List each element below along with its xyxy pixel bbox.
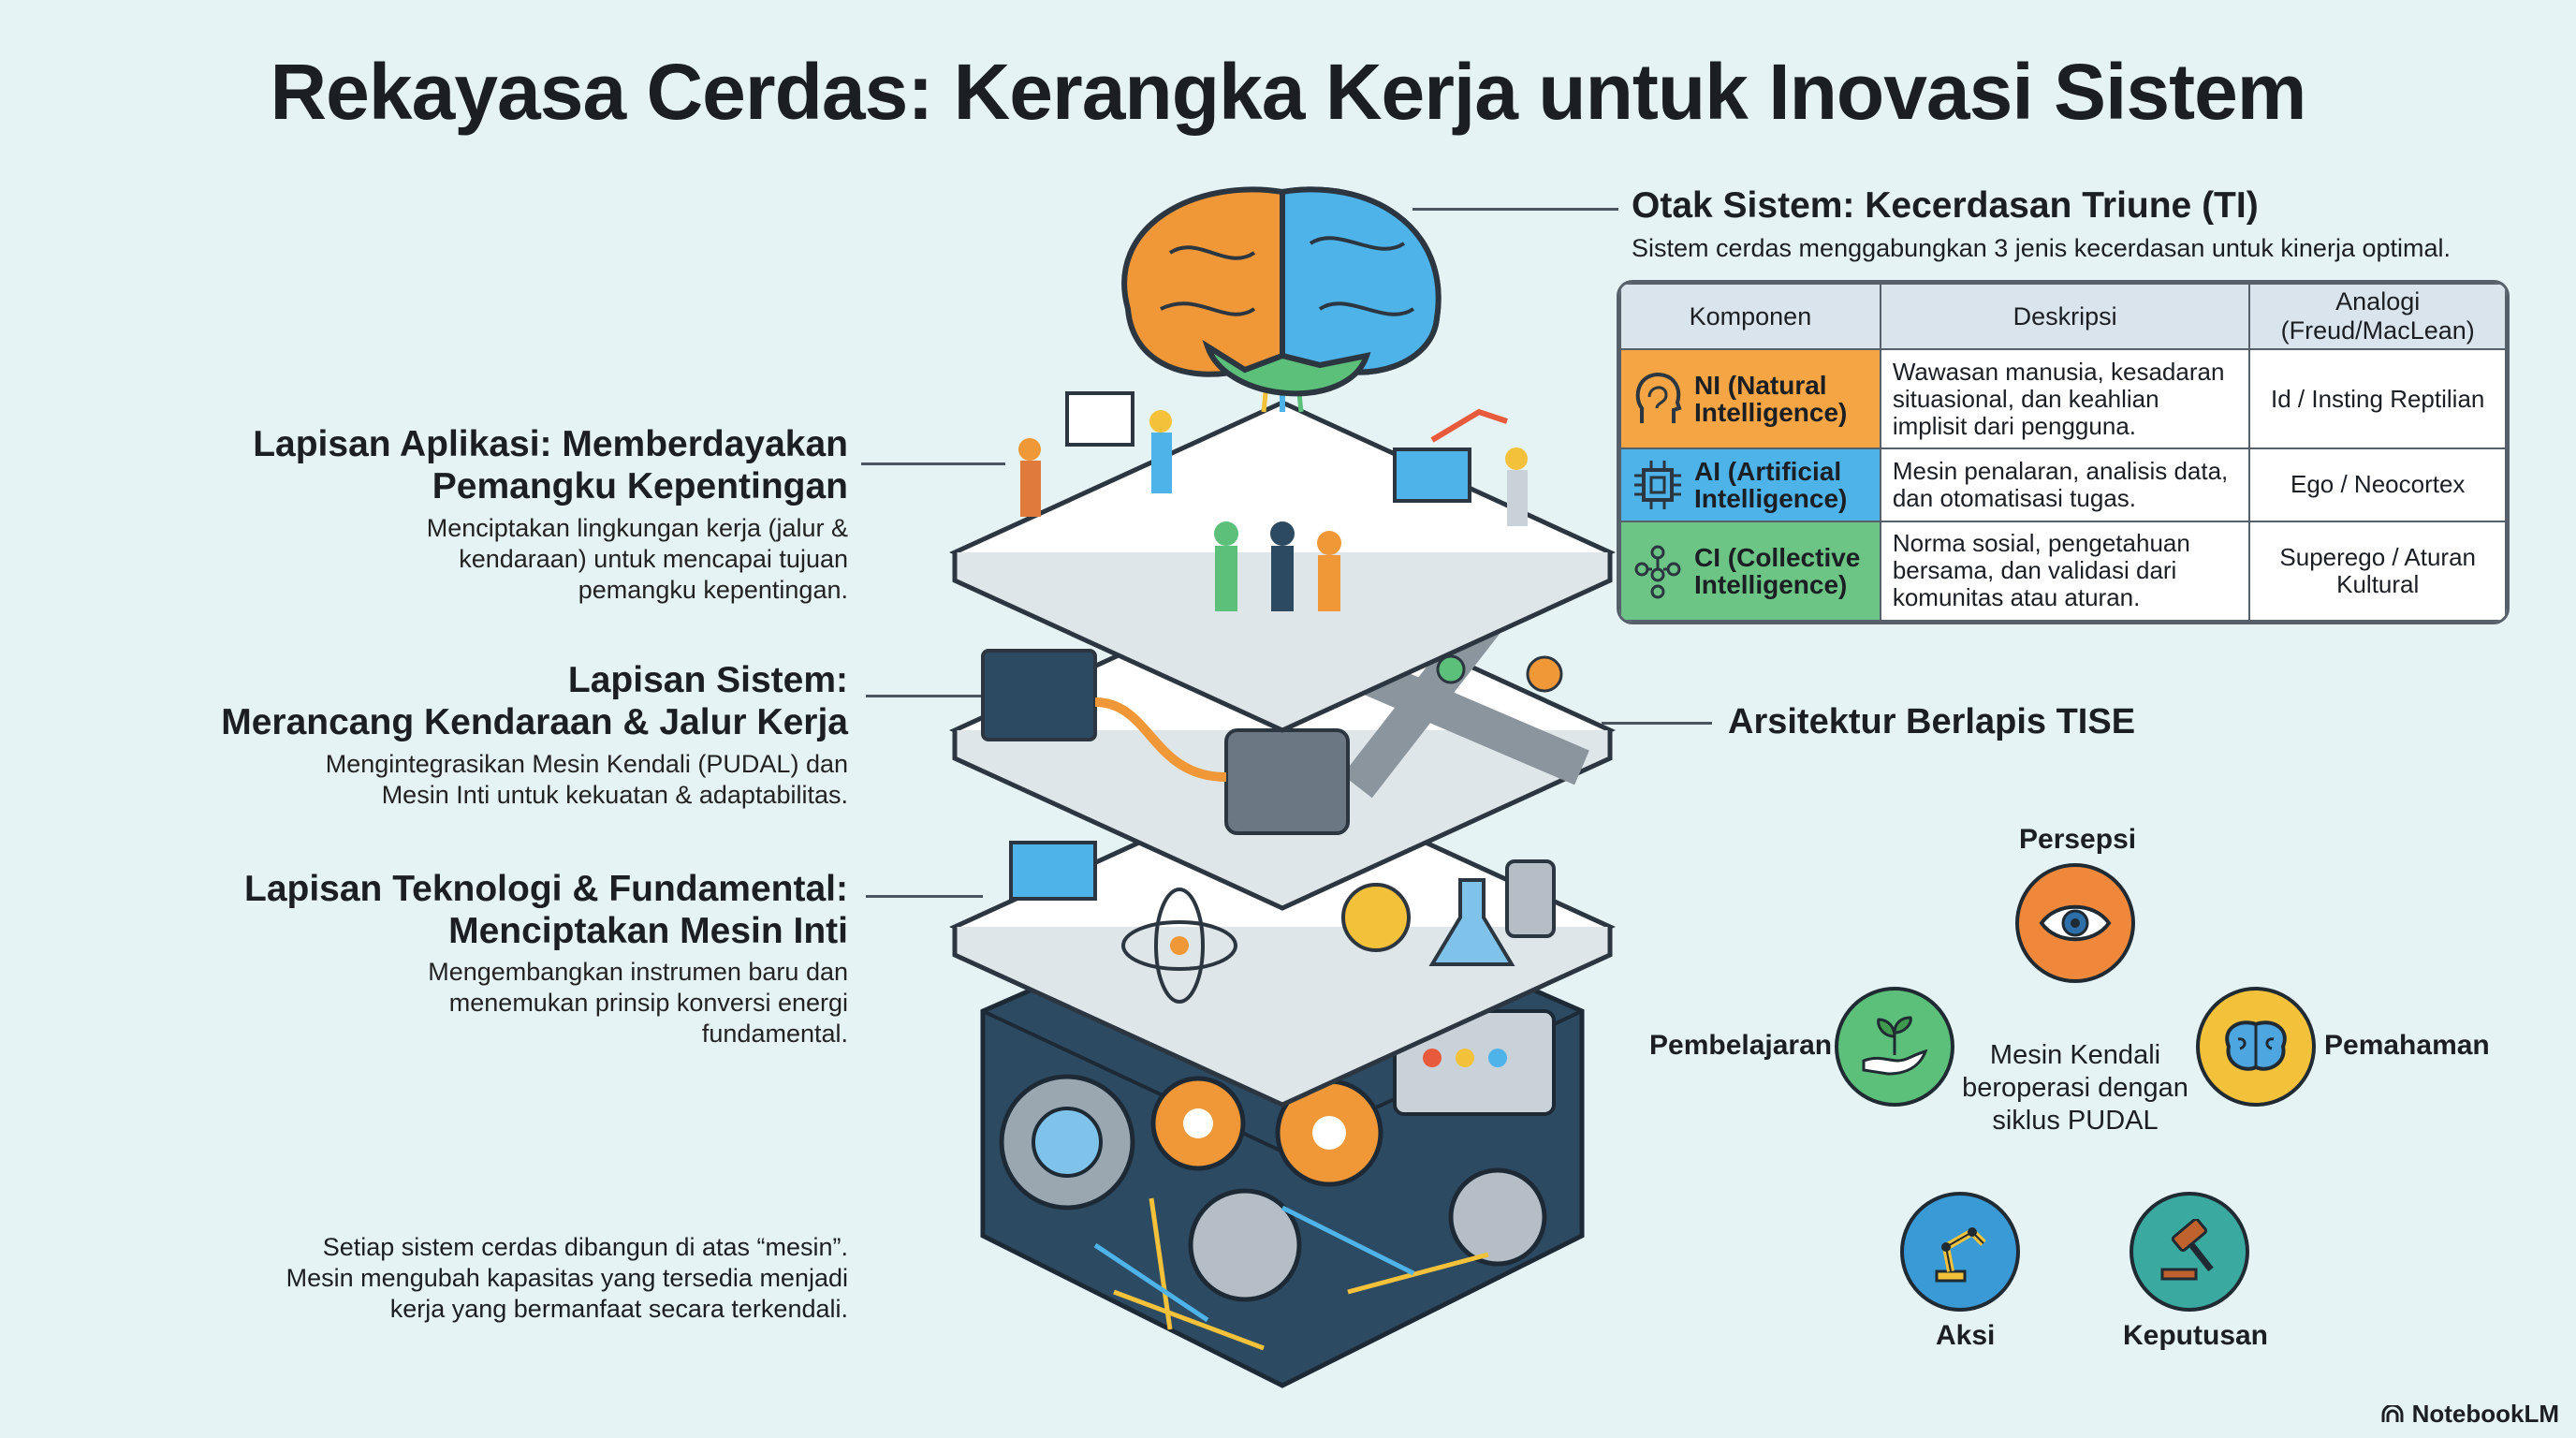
brain-icon <box>2225 1020 2287 1071</box>
body-line: menemukan prinsip konversi energi <box>448 989 848 1017</box>
description-cell: Wawasan manusia, kesadaran situasional, … <box>1879 347 2251 450</box>
plant-hand-icon <box>1862 1016 1928 1076</box>
heading-line: Lapisan Teknologi & Fundamental: <box>244 869 848 909</box>
component-label: NI (Natural Intelligence) <box>1694 371 1848 428</box>
table-row: CI (Collective Intelligence) Norma sosia… <box>1619 520 2507 622</box>
note-line: kerja yang bermanfaat secara terkendali. <box>389 1295 848 1323</box>
note-line: Mesin mengubah kapasitas yang tersedia m… <box>285 1264 848 1292</box>
description-cell: Norma sosial, pengetahuan bersama, dan v… <box>1879 520 2251 622</box>
table-row: NI (Natural Intelligence) Wawasan manusi… <box>1619 347 2507 450</box>
note-line: Setiap sistem cerdas dibangun di atas “m… <box>322 1233 848 1261</box>
layer-tech-heading: Lapisan Teknologi & Fundamental:Mencipta… <box>43 868 848 952</box>
triune-subtitle: Sistem cerdas menggabungkan 3 jenis kece… <box>1632 234 2451 262</box>
gavel-icon <box>2160 1219 2214 1281</box>
pudal-label: Persepsi <box>2019 824 2137 855</box>
column-header: Deskripsi <box>1879 283 2251 350</box>
layer-system-heading: Lapisan Sistem:Merancang Kendaraan & Jal… <box>43 659 848 743</box>
analogy-cell: Id / Insting Reptilian <box>2248 347 2507 450</box>
body-line: Menciptakan lingkungan kerja (jalur & <box>426 514 848 542</box>
analogy-cell: Superego / Aturan Kultural <box>2248 520 2507 622</box>
pudal-label: Aksi <box>1936 1320 1996 1351</box>
analogy-cell: Ego / Neocortex <box>2248 448 2507 522</box>
eye-icon <box>2039 904 2112 942</box>
pudal-step-aksi <box>1900 1192 2020 1312</box>
body-line: Mengembangkan instrumen baru dan <box>428 958 848 986</box>
pudal-label: Pembelajaran <box>1649 1030 1833 1061</box>
body-line: fundamental. <box>701 1020 848 1048</box>
column-header: Analogi (Freud/MacLean) <box>2248 283 2507 350</box>
layer-tech-body: Mengembangkan instrumen baru dan menemuka… <box>137 957 848 1049</box>
component-label: AI (Artificial Intelligence) <box>1694 456 1848 513</box>
architecture-connector-line <box>1602 722 1712 725</box>
component-label: CI (Collective Intelligence) <box>1694 542 1861 599</box>
component-cell: AI (Artificial Intelligence) <box>1619 448 1881 522</box>
pudal-center-text: Mesin Kendali beroperasi dengan siklus P… <box>1962 1040 2188 1136</box>
table-header-row: Komponen Deskripsi Analogi (Freud/MacLea… <box>1619 283 2507 350</box>
brain-illustration <box>1121 186 1442 413</box>
heading-line: Merancang Kendaraan & Jalur Kerja <box>221 702 848 742</box>
triune-table: Komponen Deskripsi Analogi (Freud/MacLea… <box>1619 283 2507 622</box>
architecture-label: Arsitektur Berlapis TISE <box>1728 702 2136 741</box>
component-cell: NI (Natural Intelligence) <box>1619 347 1881 450</box>
pudal-step-keputusan <box>2130 1192 2249 1312</box>
people-network-icon <box>1634 545 1681 599</box>
brand-label: NotebookLM <box>2380 1400 2559 1429</box>
brand-text: NotebookLM <box>2411 1400 2559 1428</box>
pudal-label: Pemahaman <box>2324 1030 2490 1061</box>
chip-icon <box>1634 460 1681 509</box>
brain-connector-line <box>1412 208 1618 211</box>
connector-line <box>861 462 1005 465</box>
pudal-step-pembelajaran <box>1835 987 1954 1107</box>
body-line: kendaraan) untuk mencapai tujuan <box>459 545 848 573</box>
column-header: Komponen <box>1619 283 1881 350</box>
connector-line <box>866 695 983 697</box>
heading-line: Menciptakan Mesin Inti <box>448 911 848 951</box>
pudal-step-persepsi <box>2015 863 2135 983</box>
robot-arm-icon <box>1935 1227 1986 1283</box>
body-line: pemangku kepentingan. <box>578 576 848 604</box>
body-line: Mengintegrasikan Mesin Kendali (PUDAL) d… <box>325 750 848 778</box>
heading-line: Pemangku Kepentingan <box>432 466 848 506</box>
layer-app-body: Menciptakan lingkungan kerja (jalur & ken… <box>137 513 848 606</box>
engine-note: Setiap sistem cerdas dibangun di atas “m… <box>137 1232 848 1325</box>
layer-system-body: Mengintegrasikan Mesin Kendali (PUDAL) d… <box>137 749 848 811</box>
heading-line: Lapisan Sistem: <box>567 660 848 700</box>
notebooklm-logo-icon <box>2381 1404 2404 1422</box>
body-line: Mesin Inti untuk kekuatan & adaptabilita… <box>381 781 848 809</box>
connector-line <box>866 895 983 898</box>
platform-application <box>948 391 1617 733</box>
layered-stack-illustration <box>948 186 1617 1388</box>
description-cell: Mesin penalaran, analisis data, dan otom… <box>1879 448 2251 522</box>
table-row: AI (Artificial Intelligence) Mesin penal… <box>1619 448 2507 522</box>
pudal-label: Keputusan <box>2123 1320 2269 1351</box>
head-icon <box>1635 373 1682 424</box>
pudal-step-pemahaman <box>2196 987 2316 1107</box>
page-title: Rekayasa Cerdas: Kerangka Kerja untuk In… <box>270 48 2307 136</box>
triune-heading: Otak Sistem: Kecerdasan Triune (TI) <box>1632 185 2259 226</box>
heading-line: Lapisan Aplikasi: Memberdayakan <box>253 424 848 464</box>
component-cell: CI (Collective Intelligence) <box>1619 520 1881 622</box>
